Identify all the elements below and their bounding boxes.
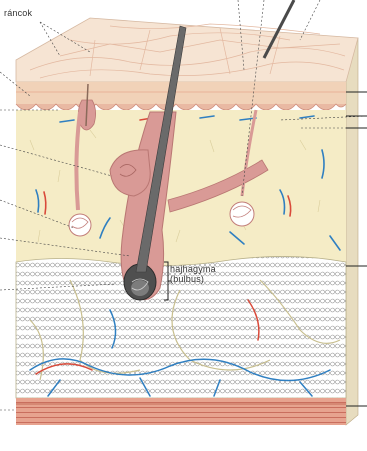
label-hair-bulb: hajhagyma (bulbus) <box>170 264 216 284</box>
epidermis <box>16 82 346 104</box>
sweat-gland-left <box>69 214 91 236</box>
label-hair-bulb-line1: hajhagyma <box>170 264 216 274</box>
label-top-left: ráncok <box>4 8 32 18</box>
muscle-layer <box>16 398 346 425</box>
dermal-papillae <box>16 104 346 110</box>
right-side-face <box>346 38 358 425</box>
dermis <box>16 110 346 270</box>
label-hair-bulb-line2: (bulbus) <box>170 274 216 284</box>
